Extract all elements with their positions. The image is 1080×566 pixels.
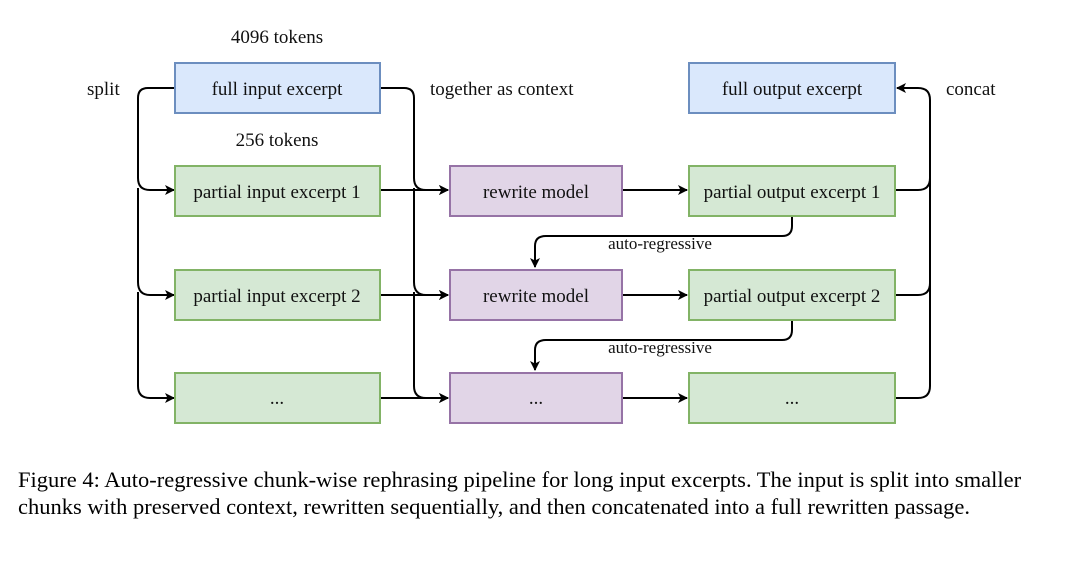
- full-output-label: full output excerpt: [722, 79, 863, 100]
- partial-input-label-1: partial input excerpt 1: [193, 182, 360, 203]
- concat-label: concat: [946, 79, 996, 100]
- context-arrow-1: [380, 87, 449, 195]
- full-input-box: full input excerpt: [174, 62, 381, 114]
- tokens-partial-label: 256 tokens: [236, 130, 319, 151]
- rewrite-model-box-more: ...: [449, 372, 623, 424]
- pipeline-diagram: full input excerpt full output excerpt p…: [87, 27, 996, 424]
- rewrite-model-label-2: rewrite model: [483, 286, 589, 307]
- rewrite-model-box-1: rewrite model: [449, 165, 623, 217]
- split-arrow-1: [137, 87, 175, 195]
- full-output-box: full output excerpt: [688, 62, 896, 114]
- figure-caption: Figure 4: Auto-regressive chunk-wise rep…: [18, 467, 1022, 519]
- split-label: split: [87, 79, 120, 100]
- partial-output-label-1: partial output excerpt 1: [704, 182, 881, 203]
- tokens-full-label: 4096 tokens: [231, 27, 323, 48]
- partial-output-box-1: partial output excerpt 1: [688, 165, 896, 217]
- rewrite-model-label-more: ...: [529, 388, 543, 409]
- full-input-label: full input excerpt: [212, 79, 344, 100]
- partial-output-box-more: ...: [688, 372, 896, 424]
- partial-output-label-2: partial output excerpt 2: [704, 286, 881, 307]
- split-arrow-2: [137, 188, 175, 300]
- partial-input-box-2: partial input excerpt 2: [174, 269, 381, 321]
- concat-join-1: [895, 177, 931, 191]
- connectors: [137, 83, 931, 403]
- context-arrow-3: [413, 292, 449, 403]
- rewrite-model-box-2: rewrite model: [449, 269, 623, 321]
- autoregressive-label-2: auto-regressive: [608, 338, 712, 357]
- autoregressive-arrow-2: [530, 321, 793, 371]
- together-context-label: together as context: [430, 79, 574, 100]
- concat-arrow: [895, 83, 931, 399]
- concat-join-2: [895, 282, 931, 296]
- autoregressive-arrow-1: [530, 217, 793, 268]
- context-arrow-2: [413, 188, 449, 300]
- autoregressive-label-1: auto-regressive: [608, 234, 712, 253]
- partial-input-label-2: partial input excerpt 2: [193, 286, 360, 307]
- partial-output-box-2: partial output excerpt 2: [688, 269, 896, 321]
- partial-output-label-more: ...: [785, 388, 799, 409]
- partial-input-label-more: ...: [270, 388, 284, 409]
- split-arrow-3: [137, 292, 175, 403]
- rewrite-model-label-1: rewrite model: [483, 182, 589, 203]
- partial-input-box-more: ...: [174, 372, 381, 424]
- partial-input-box-1: partial input excerpt 1: [174, 165, 381, 217]
